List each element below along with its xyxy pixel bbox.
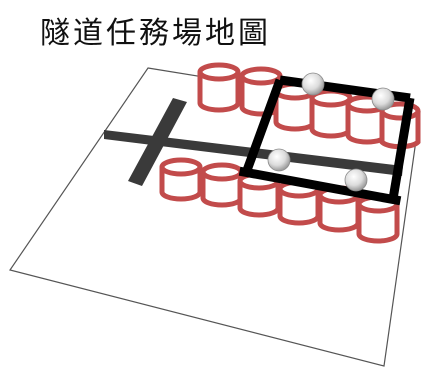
page-title: 隧道任務場地圖 bbox=[40, 16, 271, 51]
cylinder-row-front bbox=[159, 157, 400, 244]
road-vertical bbox=[128, 98, 187, 186]
ball bbox=[267, 148, 291, 172]
cylinder bbox=[159, 157, 203, 202]
cylinder bbox=[197, 62, 241, 113]
tunnel-frame-front bbox=[238, 166, 402, 206]
ball bbox=[344, 168, 368, 192]
cylinder bbox=[277, 179, 321, 226]
ball bbox=[371, 87, 395, 111]
ball bbox=[301, 72, 325, 96]
cylinder bbox=[309, 88, 353, 139]
cylinder bbox=[200, 162, 244, 208]
cylinder-row-back bbox=[197, 62, 421, 150]
